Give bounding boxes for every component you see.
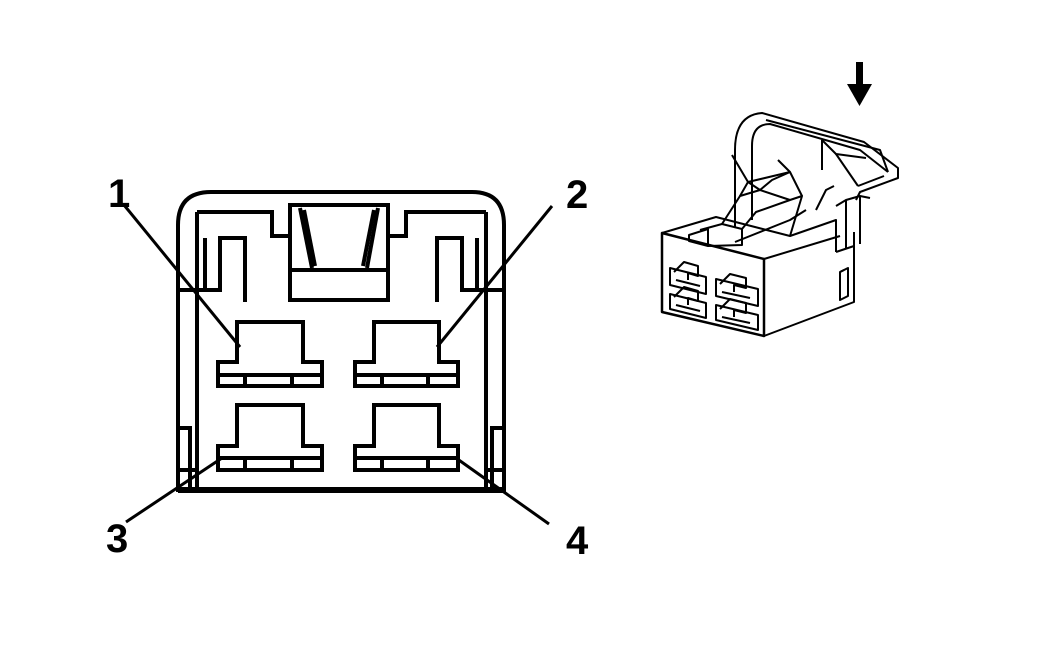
leader-line-2 bbox=[435, 205, 554, 348]
leader-line-3 bbox=[125, 456, 223, 524]
iso-cavity-3 bbox=[669, 286, 707, 319]
arrow-down-icon bbox=[847, 62, 872, 106]
iso-cavity-4 bbox=[715, 298, 759, 331]
pin-label-4: 4 bbox=[566, 519, 589, 563]
leader-line-4 bbox=[455, 456, 550, 526]
pin-label-1: 1 bbox=[108, 172, 130, 216]
connector-isometric-view bbox=[660, 112, 899, 338]
cavity-2 bbox=[353, 320, 460, 388]
cavity-1 bbox=[216, 320, 324, 388]
cavity-3 bbox=[216, 403, 324, 472]
pin-label-3: 3 bbox=[106, 517, 128, 561]
cavity-4 bbox=[353, 403, 460, 472]
latch-window bbox=[288, 203, 390, 302]
leader-line-1 bbox=[122, 204, 242, 348]
iso-cavity-1 bbox=[669, 261, 707, 295]
connector-face-view bbox=[122, 190, 554, 526]
pin-label-2: 2 bbox=[566, 173, 588, 217]
housing-outline bbox=[176, 190, 506, 492]
iso-cavity-2 bbox=[715, 273, 759, 307]
